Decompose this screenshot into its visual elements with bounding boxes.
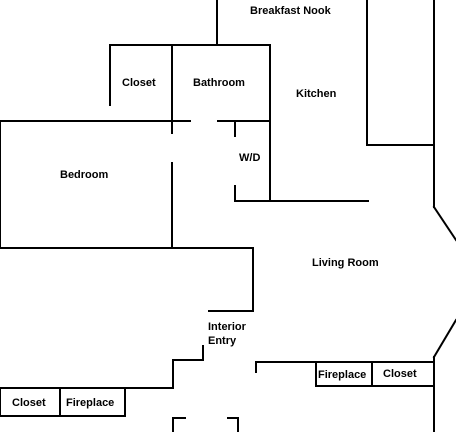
label-fireplace-left: Fireplace [66, 397, 114, 409]
label-kitchen: Kitchen [296, 88, 337, 100]
label-interior-entry-1: Interior [208, 321, 247, 333]
label-interior-entry-2: Entry [208, 335, 237, 347]
label-closet-right: Closet [383, 368, 417, 380]
label-fireplace-right: Fireplace [318, 369, 366, 381]
closet-right-box [371, 361, 435, 387]
label-bathroom: Bathroom [193, 77, 245, 89]
fireplace-left-box [59, 387, 126, 417]
label-wd: W/D [239, 152, 260, 164]
label-bedroom: Bedroom [60, 169, 109, 181]
label-living-room: Living Room [312, 257, 379, 269]
label-closet-left: Closet [12, 397, 46, 409]
wall-bay-lower [432, 318, 456, 359]
label-breakfast-nook: Breakfast Nook [250, 5, 332, 17]
wall-bay-upper [432, 205, 456, 242]
label-closet-upper: Closet [122, 77, 156, 89]
room-labels: Breakfast Nook Closet Bathroom Kitchen B… [12, 5, 417, 409]
